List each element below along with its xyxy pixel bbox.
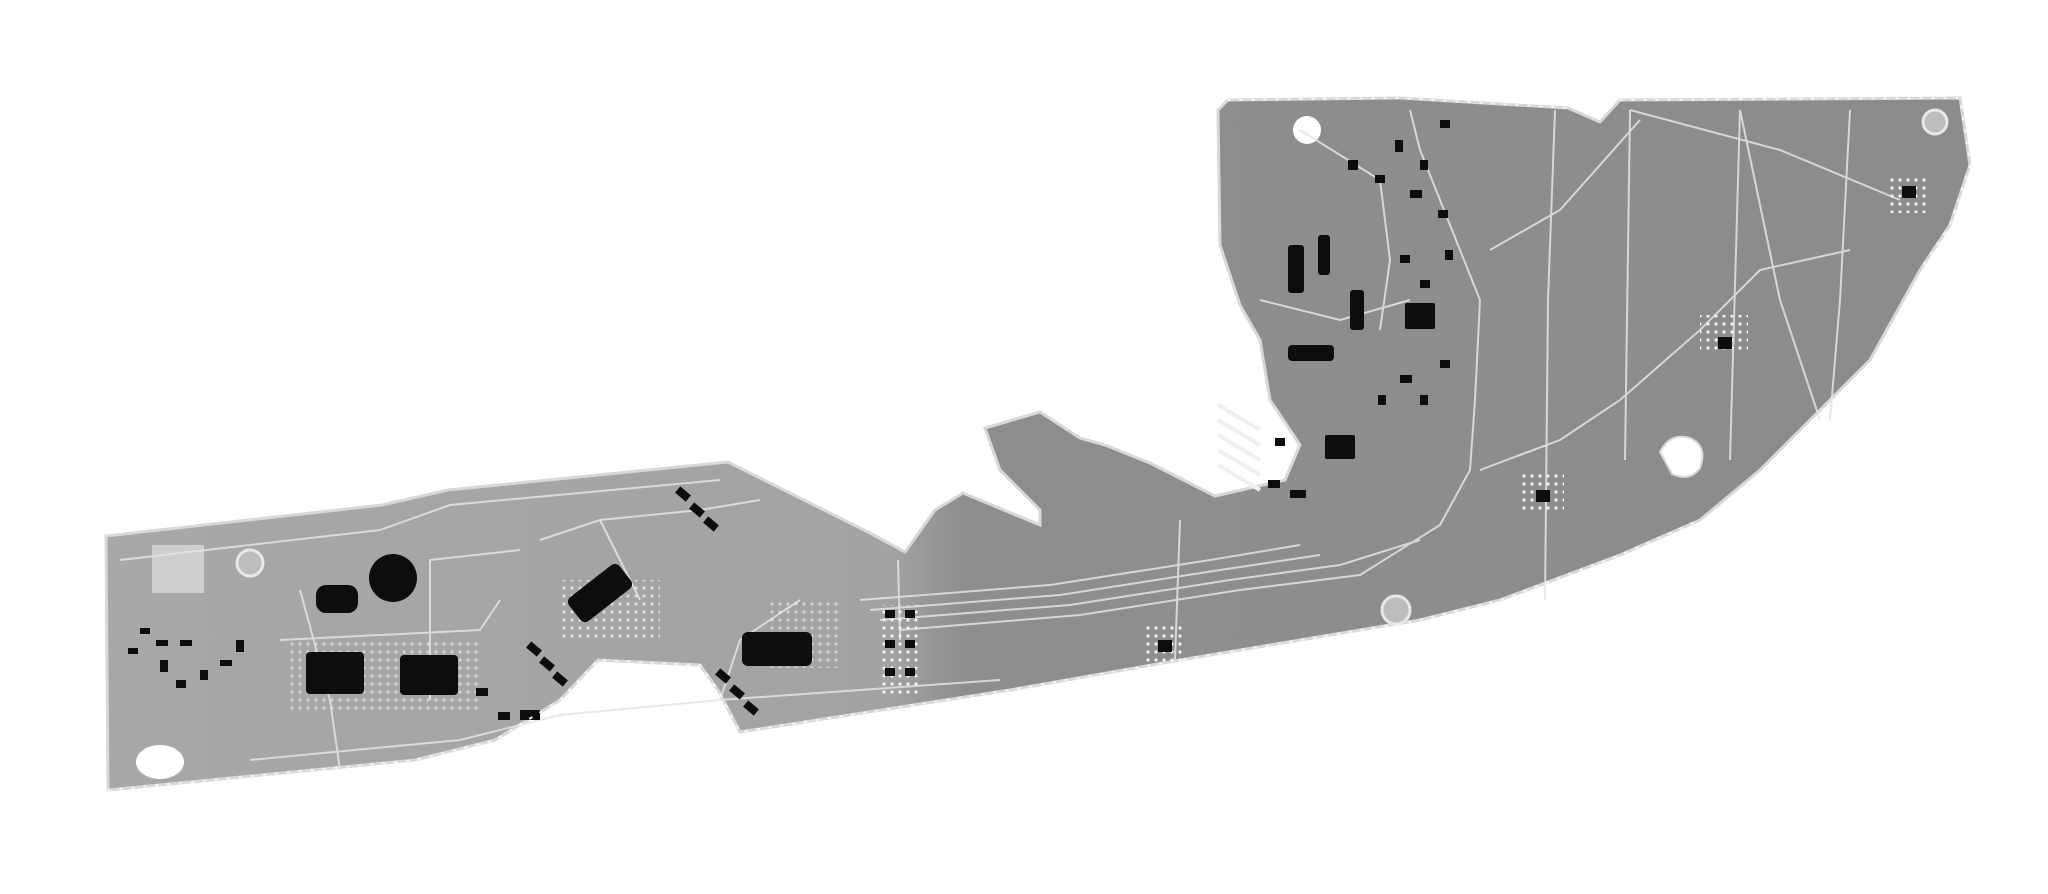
electronic-components — [128, 120, 1916, 720]
mounting-hole — [1921, 108, 1949, 136]
mounting-hole — [235, 548, 265, 578]
mounting-hole — [1380, 594, 1412, 626]
circuit-traces — [119, 109, 1901, 771]
mounting-hole — [136, 745, 184, 779]
ribbon-connector — [1216, 403, 1262, 492]
board-edge-vias — [1227, 96, 1972, 271]
mounting-hole — [1293, 116, 1321, 144]
board-notch — [1658, 435, 1704, 478]
